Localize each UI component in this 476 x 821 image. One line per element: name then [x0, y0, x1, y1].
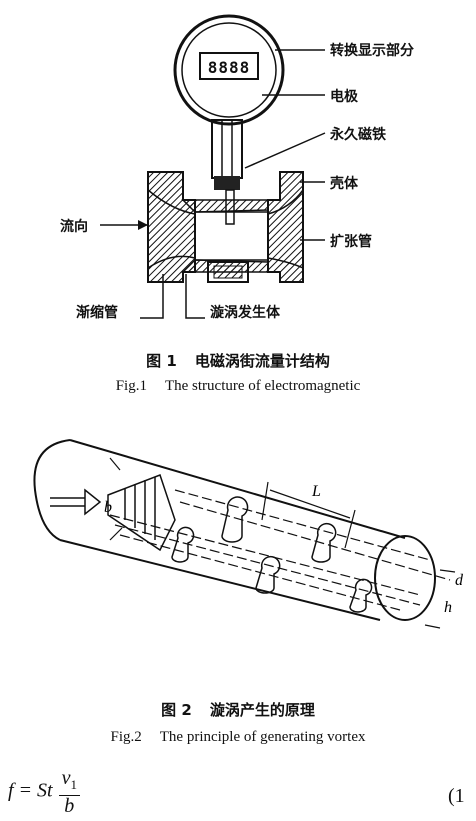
figure1-caption-zh-number: 图 1 — [146, 352, 177, 370]
formula-numerator-v: v — [61, 767, 71, 789]
label-permanent-magnet: 永久磁铁 — [330, 127, 386, 143]
label-shell: 壳体 — [330, 176, 358, 192]
display-digits: 8888 — [207, 58, 251, 77]
label-h: h — [444, 599, 452, 616]
figure2-caption-en-text: The principle of generating vortex — [159, 729, 366, 745]
figure1-caption-en: Fig.1 The structure of electromagnetic — [0, 378, 476, 395]
figure2-caption-zh-text: 漩涡产生的原理 — [209, 701, 315, 719]
dimension-b — [109, 457, 123, 541]
equation-number: (1 — [448, 785, 465, 807]
formula-lhs: f = St — [8, 779, 53, 802]
figure2-caption-en: Fig.2 The principle of generating vortex — [0, 729, 476, 746]
figure1-caption-en-number: Fig.1 — [115, 378, 147, 394]
label-electrode: 电极 — [330, 89, 358, 105]
figure1-caption-zh: 图 1 电磁涡街流量计结构 — [0, 350, 476, 371]
figure1-caption-zh-text: 电磁涡街流量计结构 — [194, 352, 330, 370]
meter-body-shell — [147, 171, 304, 283]
vortices — [171, 496, 373, 613]
dimension-L — [261, 481, 356, 549]
dimension-h — [424, 569, 456, 629]
label-b: b — [104, 499, 112, 516]
formula-numerator: v1 — [58, 767, 80, 796]
label-L: L — [311, 483, 321, 500]
figure2-diagram: b L d h — [33, 439, 464, 629]
formula-denominator: b — [64, 795, 75, 817]
pipe-cylinder — [33, 439, 436, 621]
label-vortex-generator: 漩涡发生体 — [210, 305, 280, 321]
label-d: d — [455, 572, 464, 589]
converter-display-head — [173, 14, 285, 126]
label-flow-direction: 流向 — [60, 219, 88, 235]
label-display-part: 转换显示部分 — [330, 43, 414, 59]
streamlines — [109, 489, 451, 611]
figure2-caption-en-number: Fig.2 — [110, 729, 142, 745]
figure2-caption-zh: 图 2 漩涡产生的原理 — [0, 699, 476, 720]
figure2-caption-zh-number: 图 2 — [161, 701, 192, 719]
electrode-stem — [211, 119, 243, 225]
flow-arrow — [50, 488, 102, 516]
figure1-diagram — [100, 14, 326, 319]
label-taper-pipe: 渐缩管 — [76, 305, 118, 321]
label-expansion-pipe: 扩张管 — [330, 234, 372, 250]
bluff-body — [107, 474, 176, 552]
figure1-caption-en-text: The structure of electromagnetic — [164, 378, 361, 394]
formula-numerator-sub: 1 — [70, 777, 78, 792]
